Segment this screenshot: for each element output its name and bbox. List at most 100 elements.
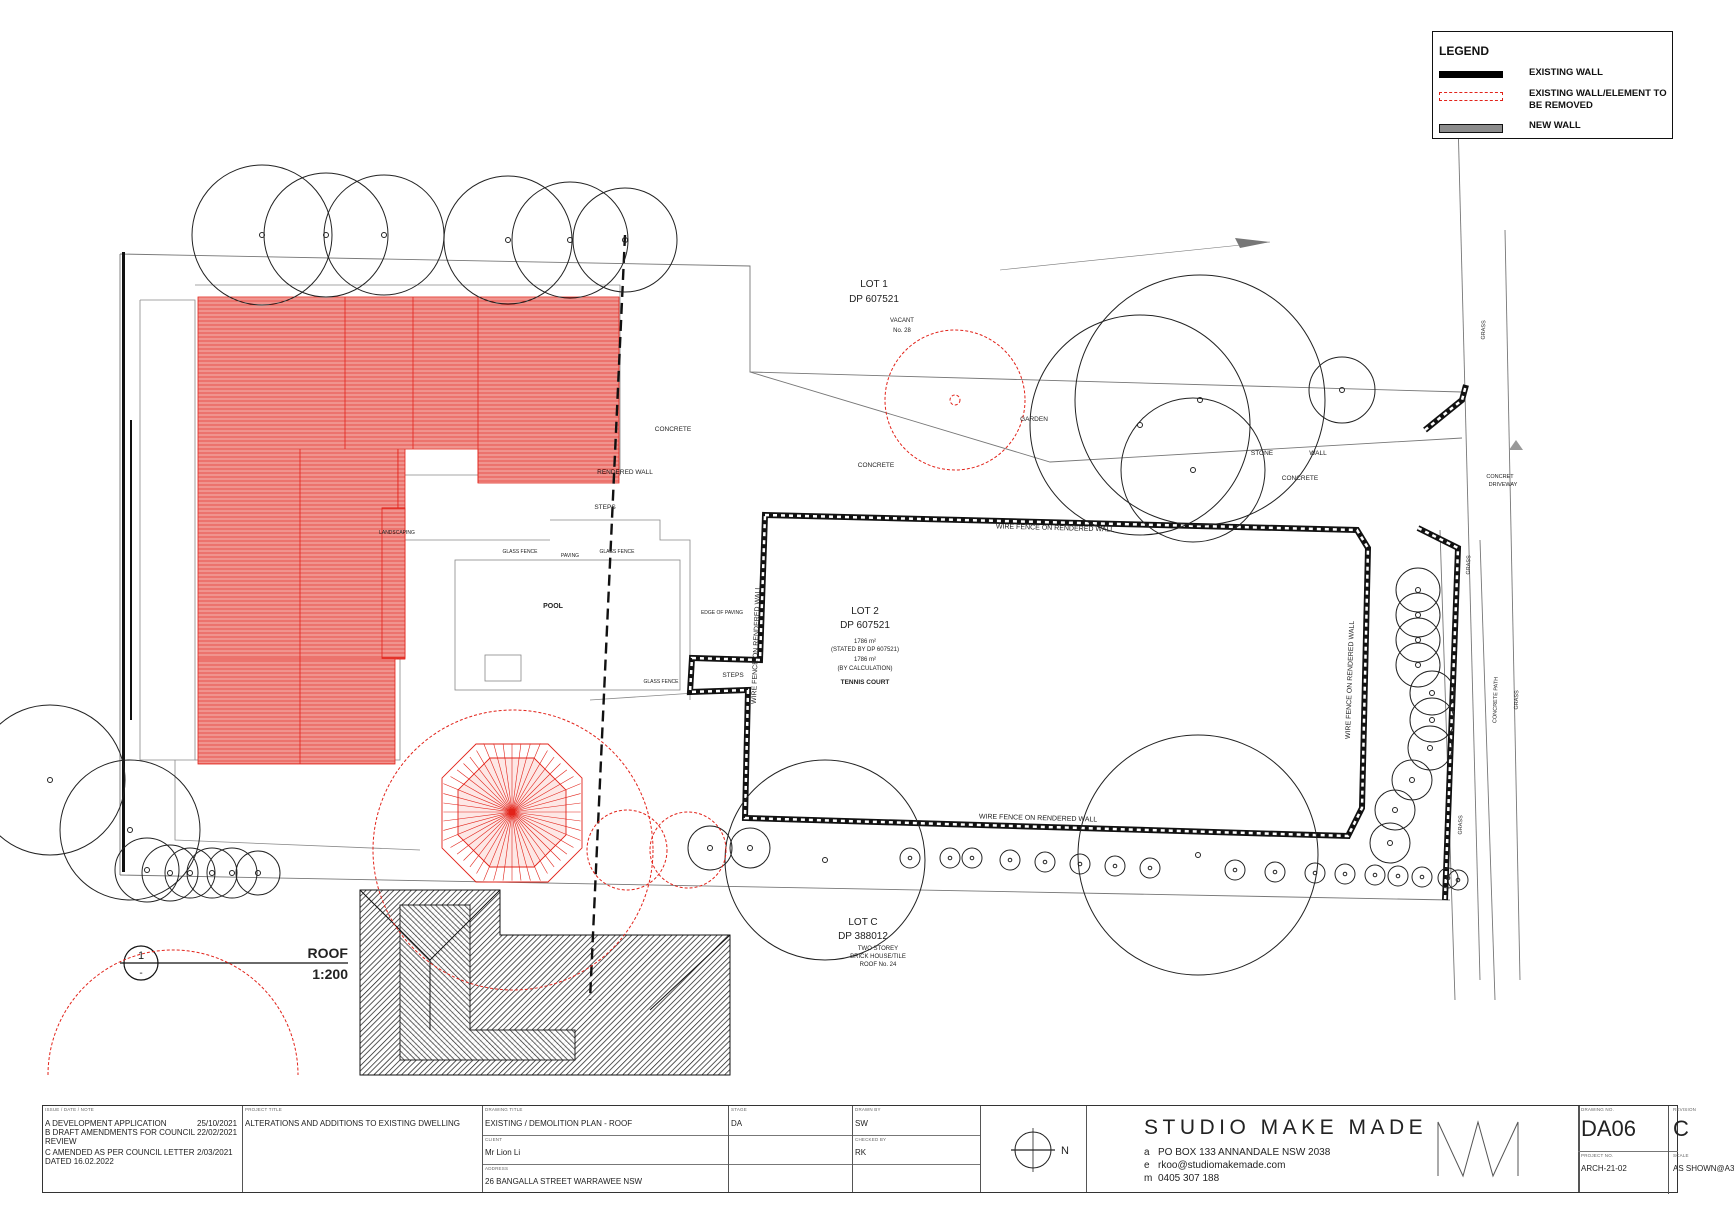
gazebo-roof-line (463, 811, 513, 861)
small-tree (1334, 863, 1356, 885)
small-tree (1447, 869, 1469, 891)
gazebo-roof-line (450, 811, 513, 848)
label-grass-1: GRASS (1481, 320, 1488, 340)
tree-canopy-trunk (1387, 840, 1393, 846)
gazebo-roof-line (443, 793, 513, 813)
client-name: Mr Lion Li (485, 1148, 521, 1157)
tree-canopy-trunk (707, 845, 713, 851)
label-stone: STONE (1251, 450, 1274, 457)
gazebo-roof-line (511, 811, 548, 874)
checked-by: RK (855, 1148, 867, 1157)
tree-canopy (1029, 314, 1251, 536)
tree-canopy (1395, 592, 1441, 638)
tree-canopy-trunk (505, 237, 511, 243)
tree-canopy (1395, 567, 1441, 613)
lot1-name: LOT 1 (860, 279, 888, 290)
tree-canopy (1074, 274, 1326, 526)
studio-name: STUDIO MAKE MADE (1144, 1116, 1428, 1139)
small-tree-trunk (1342, 871, 1348, 877)
small-tree-trunk (1455, 877, 1461, 883)
small-tree-trunk (1112, 863, 1118, 869)
new-wall-swatch (1439, 124, 1503, 133)
small-tree (1069, 853, 1091, 875)
tree-canopy-trunk (1415, 662, 1421, 668)
tree-canopy (191, 164, 333, 306)
north-label: N (1061, 1145, 1069, 1157)
tree-canopy (114, 837, 180, 903)
lot2-area-stated-note: (STATED BY DP 607521) (831, 647, 899, 653)
gazebo-roof-line (443, 811, 513, 831)
project-title: ALTERATIONS AND ADDITIONS TO EXISTING DW… (245, 1119, 461, 1128)
small-tree (999, 849, 1021, 871)
lot2-area-calc: 1786 m² (854, 657, 876, 663)
tree-canopy-trunk (1415, 587, 1421, 593)
tree-canopy-trunk (1409, 777, 1415, 783)
tree-canopy-trunk (229, 870, 235, 876)
section-number: 1 (138, 950, 144, 962)
lot1-status: VACANT (890, 318, 914, 324)
tree-canopy (724, 759, 926, 961)
tb-drawn: DRAWN BY SW CHECKED BY RK (853, 1106, 981, 1192)
tree-canopy-trunk (1427, 745, 1433, 751)
gazebo-roof-line (511, 743, 522, 813)
gazebo-roof-line (483, 811, 513, 881)
tree-canopy (729, 827, 771, 869)
issue-c: C AMENDED AS PER COUNCIL LETTER (45, 1148, 195, 1157)
tennis-court-wall (686, 384, 1469, 901)
lotc-desc1: TWO STOREY (858, 946, 898, 952)
tree-canopy (1077, 734, 1319, 976)
tree-canopy-trunk (747, 845, 753, 851)
small-tree-trunk (1419, 874, 1425, 880)
label-concrete-1: CONCRETE (655, 426, 692, 433)
tree-canopy-trunk (1137, 422, 1143, 428)
gazebo-roof-line (463, 763, 513, 813)
tree-canopy (1409, 670, 1455, 716)
small-tree-trunk (1042, 859, 1048, 865)
drawing-title: EXISTING / DEMOLITION PLAN - ROOF (485, 1119, 633, 1128)
lot2-dp: DP 607521 (840, 620, 890, 631)
label-grass-3: GRASS (1514, 690, 1521, 710)
gazebo-roof-line (443, 802, 513, 813)
tree-canopy (1308, 356, 1376, 424)
legend-item-existing-wall: EXISTING WALL (1439, 67, 1667, 85)
tree-canopy-trunk (144, 867, 150, 873)
small-tree-trunk (1232, 867, 1238, 873)
small-tree (1034, 851, 1056, 873)
gazebo-roof-line (511, 811, 581, 831)
tree-canopy-trunk (1197, 397, 1203, 403)
tree-canopy (1409, 697, 1455, 743)
tree-canopy (263, 172, 389, 298)
issue-c-date: 2/03/2021 (197, 1148, 233, 1157)
small-tree (1304, 862, 1326, 884)
gazebo-roof-line (511, 756, 555, 813)
tree-canopy (206, 847, 258, 899)
small-tree (1224, 859, 1246, 881)
small-tree (1139, 857, 1161, 879)
tree-canopy-trunk (1429, 717, 1435, 723)
gazebo-roof-line (456, 769, 513, 813)
red-dashed-arc (47, 949, 299, 1076)
small-tree-trunk (1312, 870, 1318, 876)
small-tree (1364, 864, 1386, 886)
label-concret: CONCRET (1486, 474, 1514, 480)
small-tree-trunk (907, 855, 913, 861)
revision: C (1673, 1116, 1689, 1141)
gazebo-roof-line (511, 783, 581, 813)
issue-a: A DEVELOPMENT APPLICATION (45, 1119, 167, 1128)
tree-canopy (511, 181, 629, 299)
label-concrete-2: CONCRETE (858, 462, 895, 469)
label-concrete-path: CONCRETE PATH (1492, 677, 1500, 723)
legend-title: LEGEND (1439, 44, 1490, 58)
section-title-marker: 1 - ROOF 1:200 (120, 945, 348, 982)
gazebo-roof-line (511, 811, 574, 848)
site-address: 26 BANGALLA STREET WARRAWEE NSW (485, 1177, 643, 1186)
label-glass-fence-3: GLASS FENCE (643, 679, 679, 685)
gazebo-roof-line (511, 743, 541, 813)
lot1-number: No. 28 (893, 328, 911, 334)
label-paving: PAVING (561, 553, 579, 559)
label-pool: POOL (543, 603, 564, 610)
tree-canopy-trunk (1415, 612, 1421, 618)
gazebo-roof-line (493, 743, 513, 813)
tree-to-be-removed (884, 329, 1026, 471)
